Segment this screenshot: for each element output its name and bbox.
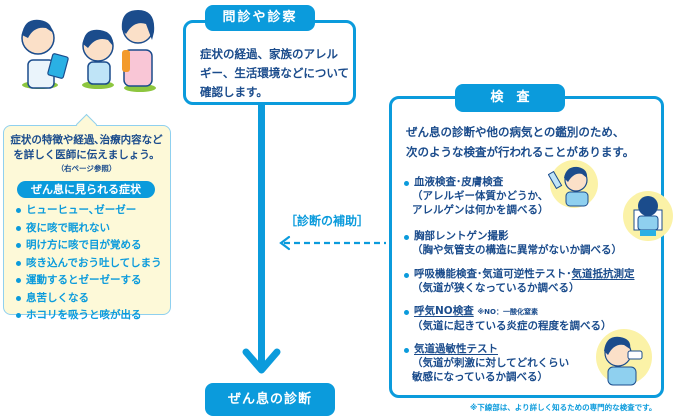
test-desc: （気道が狭くなっているか調べる）: [412, 282, 580, 294]
test-item: 呼吸機能検査･気道可逆性テスト･気道抵抗測定 （気道が狭くなっているか調べる）: [402, 267, 662, 295]
note-line: を詳しく医師に伝えましょう。: [13, 149, 160, 161]
symptom-item: 明け方に咳で目が覚める: [14, 237, 169, 255]
patient-note-box: 症状の特徴や経過､治療内容など を詳しく医師に伝えましょう。 （右ページ参照） …: [3, 113, 171, 321]
test-desc: （アレルギー体質かどうか、: [412, 190, 549, 202]
interview-title: 問診や診察: [205, 5, 315, 31]
footnote: ※下線部は、より詳しく知るための専門的な検査です。: [470, 403, 657, 412]
interview-text-line: 症状の経過、家族のアレル: [200, 47, 338, 61]
interview-text-line: ギー、生活環境などについて: [200, 66, 350, 80]
diagnosis-label: ぜん息の診断: [205, 383, 335, 416]
symptoms-list: ヒューヒュー､ゼーゼー 夜に咳で眠れない 明け方に咳で目が覚める 咳き込んでおう…: [14, 202, 169, 325]
consultation-illustration: [21, 10, 156, 92]
test-name-underlined: 気道過敏性テスト: [414, 343, 498, 355]
test-name-underlined: 呼気NO検査: [414, 305, 474, 317]
test-name: 呼吸機能検査･気道可逆性テスト･: [414, 268, 572, 280]
test-item: 気道過敏性テスト （気道が刺激に対してどれくらい 敏感になっているか調べる）: [402, 342, 602, 384]
xray-icon: [623, 191, 673, 241]
test-desc: （胸や気管支の構造に異常がないか調べる）: [412, 244, 622, 256]
speech-pointer: [75, 113, 98, 136]
symptom-item: ホコリを吸うと咳が出る: [14, 307, 169, 325]
test-name: 胸部レントゲン撮影: [402, 229, 642, 243]
test-item: 呼気NO検査 ※NO：一酸化窒素 （気道に起きている炎症の程度を調べる）: [402, 304, 662, 333]
symptom-item: 息苦しくなる: [14, 290, 169, 308]
symptom-item: ヒューヒュー､ゼーゼー: [14, 202, 169, 220]
interview-text-line: 確認します。: [200, 85, 268, 99]
test-desc: 敏感になっているか調べる）: [412, 371, 548, 383]
note-line: 症状の特徴や経過､治療内容など: [10, 134, 163, 146]
tests-intro-line: 次のような検査が行われることがあります。: [406, 145, 635, 159]
tests-intro-line: ぜん息の診断や他の病気との鑑別のため、: [406, 125, 625, 139]
support-label: ［診断の補助］: [285, 214, 370, 228]
symptom-item: 咳き込んでおう吐してしまう: [14, 255, 169, 273]
breath-test-icon: [596, 329, 652, 386]
tests-title: 検 査: [455, 84, 565, 112]
doctor-icon: [21, 19, 69, 89]
blood-test-icon: [548, 160, 598, 208]
page-reference: （右ページ参照）: [56, 164, 117, 173]
test-desc: アレルゲンは何かを調べる）: [412, 204, 549, 216]
interview-box: 症状の経過、家族のアレル ギー、生活環境などについて 確認します。: [183, 20, 356, 105]
mother-icon: [121, 10, 156, 92]
symptom-item: 夜に咳で眠れない: [14, 220, 169, 238]
symptoms-title: ぜん息に見られる症状: [17, 181, 155, 198]
test-desc: （気道が刺激に対してどれくらい: [412, 357, 570, 369]
symptom-item: 運動するとゼーゼーする: [14, 272, 169, 290]
test-name-underlined: 気道抵抗測定: [571, 268, 635, 280]
flow-arrow: [242, 104, 281, 374]
test-name: 血液検査･皮膚検査: [402, 175, 572, 189]
test-item: 胸部レントゲン撮影 （胸や気管支の構造に異常がないか調べる）: [402, 229, 642, 257]
support-arrow: [279, 235, 386, 251]
test-item: 血液検査･皮膚検査 （アレルギー体質かどうか、 アレルゲンは何かを調べる）: [402, 175, 572, 217]
test-note: ※NO：一酸化窒素: [477, 308, 538, 316]
test-desc: （気道に起きている炎症の程度を調べる）: [412, 320, 612, 332]
child-icon: [82, 29, 114, 89]
